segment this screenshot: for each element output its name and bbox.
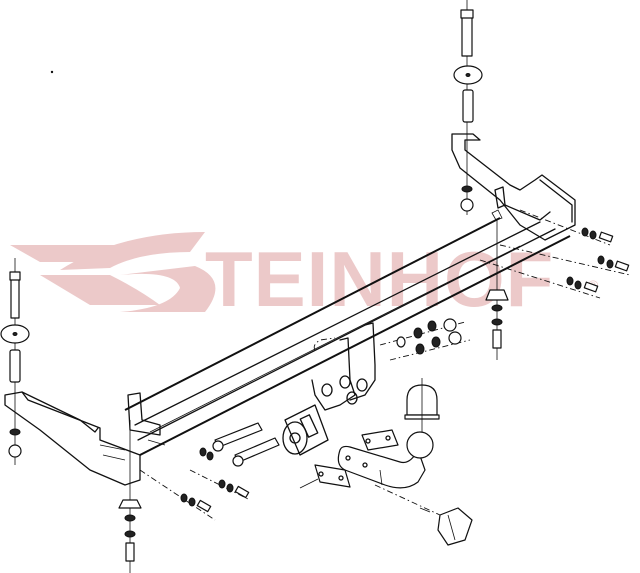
clamp-plate-icon [361, 429, 399, 451]
bolt-icon [234, 485, 250, 499]
bolt-icon [614, 260, 630, 272]
bolt-head-icon [9, 271, 21, 281]
ball-mount [337, 431, 434, 489]
clamp-plate-icon [314, 464, 351, 488]
bolt-head-icon [460, 9, 474, 19]
bolt-icon [492, 329, 502, 349]
long-bolts [199, 422, 280, 467]
tow-ball-icon [406, 431, 434, 459]
washer-icon [9, 428, 21, 436]
crossbar [124, 217, 571, 456]
electrical-socket [374, 484, 473, 546]
square-nut-icon [485, 289, 509, 301]
bracket-right [451, 133, 576, 241]
socket-icon [437, 507, 473, 546]
clamp-plates [299, 429, 399, 489]
bracket-left-hardware-bottom [118, 420, 216, 573]
spacer-tube-icon [9, 349, 21, 383]
nut-icon [443, 318, 457, 332]
bolt-icon [125, 542, 135, 562]
square-nut-icon [118, 499, 142, 509]
center-mounting-plates [311, 322, 376, 411]
nut-icon [460, 198, 474, 212]
bolt-icon [583, 281, 599, 293]
spacer-tube-icon [462, 89, 474, 123]
socket-plate [282, 404, 329, 456]
washer-icon [461, 185, 473, 193]
bracket-right-hardware-top [453, 0, 483, 215]
steinhof-logo-icon [10, 232, 216, 312]
bolt-icon [461, 13, 473, 57]
ball-cover [404, 378, 440, 432]
bracket-right-side-bolts [479, 209, 631, 299]
steinhof-watermark: TEINHOF ® [10, 232, 599, 323]
bolt-icon [598, 231, 614, 243]
stray-mark [50, 70, 54, 74]
washer-icon [396, 336, 406, 348]
nut-icon [8, 444, 22, 458]
small-bolts [189, 469, 251, 501]
center-nuts [379, 318, 471, 361]
bracket-left-hardware-top [0, 258, 30, 465]
bracket-right-hardware-bottom [485, 220, 509, 360]
bolt-icon [196, 499, 212, 513]
bolt-icon [10, 277, 20, 319]
nut-icon [448, 331, 462, 345]
